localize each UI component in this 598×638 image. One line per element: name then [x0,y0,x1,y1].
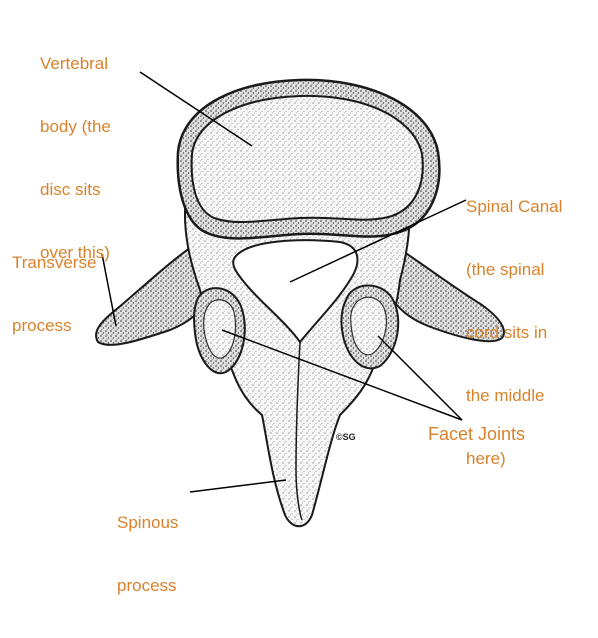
label-line: Spinous [117,512,178,533]
label-line: (the spinal [466,259,562,280]
label-facet-joints: Facet Joints [428,424,525,445]
label-line: cord sits in [466,322,562,343]
label-line: Vertebral [40,53,111,74]
label-line: process [117,575,178,596]
label-spinal-canal: Spinal Canal (the spinal cord sits in th… [466,154,562,511]
label-spinous-process: Spinous process [117,470,178,638]
vertebra-diagram: Vertebral body (the disc sits over this)… [0,0,598,538]
label-transverse-process: Transverse process [12,210,96,378]
label-line: Transverse [12,252,96,273]
vertebral-body-endplate [192,96,423,222]
label-line: the middle [466,385,562,406]
label-line: body (the [40,116,111,137]
label-line: Spinal Canal [466,196,562,217]
label-line: here) [466,448,562,469]
label-line: process [12,315,96,336]
leader-facet-right [378,336,462,420]
label-line: disc sits [40,179,111,200]
leader-spinous-process [190,480,286,492]
copyright-mark: ©SG [336,432,356,442]
